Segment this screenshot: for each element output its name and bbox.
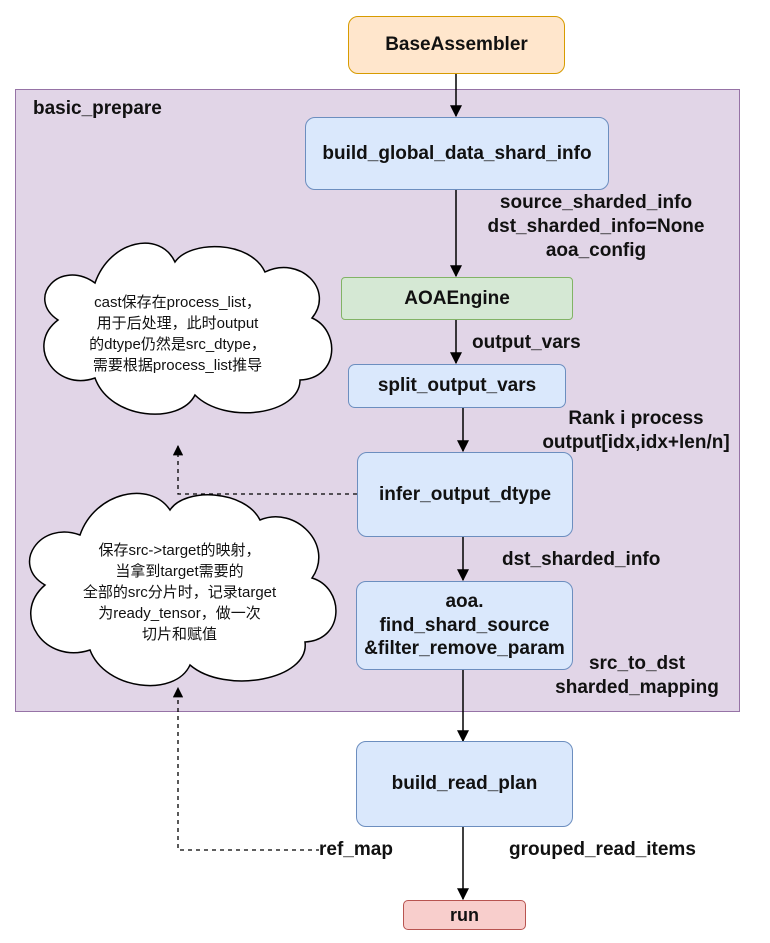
edge-label-dst-sharded-info: dst_sharded_info xyxy=(502,549,661,570)
cloud-top-text: cast保存在process_list， 用于后处理，此时output 的dty… xyxy=(70,292,285,376)
split-output-vars-node[interactable]: split_output_vars xyxy=(348,364,566,408)
split-output-vars-label: split_output_vars xyxy=(377,375,537,397)
cloud-bottom-line-4: 为ready_tensor，做一次 xyxy=(98,605,261,622)
cloud-bottom-line-3: 全部的src分片时，记录target xyxy=(82,584,277,601)
find-shard-source-line-1: aoa. xyxy=(445,590,484,612)
edge-label-aoa-config: aoa_config xyxy=(545,240,647,261)
edge-label-shard-info: source_sharded_info dst_sharded_info=Non… xyxy=(476,191,716,263)
edge-label-rank-process: Rank i process output[idx,idx+len/n] xyxy=(532,407,740,455)
aoa-engine-label: AOAEngine xyxy=(404,287,510,309)
find-shard-source-node[interactable]: aoa. find_shard_source &filter_remove_pa… xyxy=(356,581,573,670)
cloud-bottom-line-5: 切片和赋值 xyxy=(141,626,217,643)
edge-label-ref-map: ref_map xyxy=(319,838,393,862)
edge-label-src-to-dst-1: src_to_dst xyxy=(588,653,686,674)
infer-output-dtype-label: infer_output_dtype xyxy=(378,483,552,505)
aoa-engine-node[interactable]: AOAEngine xyxy=(341,277,573,320)
build-read-plan-node[interactable]: build_read_plan xyxy=(356,741,573,827)
base-assembler-node[interactable]: BaseAssembler xyxy=(348,16,565,74)
edge-label-grouped-read-items: grouped_read_items xyxy=(509,839,696,860)
edge-label-dst-sharded-info-none: dst_sharded_info=None xyxy=(487,216,705,237)
dashed-refmap-to-cloud xyxy=(172,686,320,851)
cloud-note-top xyxy=(43,242,333,415)
edge-label-output-slice: output[idx,idx+len/n] xyxy=(542,432,730,453)
cloud-top-line-3: 的dtype仍然是src_dtype， xyxy=(89,336,266,353)
dashed-infer-to-cloud xyxy=(172,444,357,495)
cloud-top-line-2: 用于后处理，此时output xyxy=(96,315,259,332)
edge-label-source-sharded-info: source_sharded_info xyxy=(499,192,693,213)
edge-label-src-to-dst: src_to_dst sharded_mapping xyxy=(547,652,727,700)
cloud-note-bottom xyxy=(28,492,337,687)
find-shard-source-line-2: find_shard_source xyxy=(379,614,550,636)
cloud-bottom-line-2: 当拿到target需要的 xyxy=(115,563,244,580)
cloud-bottom-line-1: 保存src->target的映射， xyxy=(98,542,261,559)
edge-label-rank-i: Rank i process xyxy=(568,408,704,429)
infer-output-dtype-node[interactable]: infer_output_dtype xyxy=(357,452,573,537)
group-label: basic_prepare xyxy=(33,98,162,119)
cloud-top-line-1: cast保存在process_list， xyxy=(94,294,261,311)
edge-label-output-vars: output_vars xyxy=(472,332,581,353)
find-shard-source-line-3: &filter_remove_param xyxy=(364,638,565,660)
cloud-top-line-4: 需要根据process_list推导 xyxy=(92,357,263,374)
build-global-label: build_global_data_shard_info xyxy=(322,142,592,164)
cloud-bottom-text: 保存src->target的映射， 当拿到target需要的 全部的src分片时… xyxy=(52,540,307,645)
edge-label-src-to-dst-2: sharded_mapping xyxy=(555,677,719,698)
run-node[interactable]: run xyxy=(403,900,526,930)
run-label: run xyxy=(450,904,479,925)
base-assembler-label: BaseAssembler xyxy=(385,34,528,56)
build-global-data-shard-info-node[interactable]: build_global_data_shard_info xyxy=(305,117,609,190)
build-read-plan-label: build_read_plan xyxy=(391,773,538,795)
